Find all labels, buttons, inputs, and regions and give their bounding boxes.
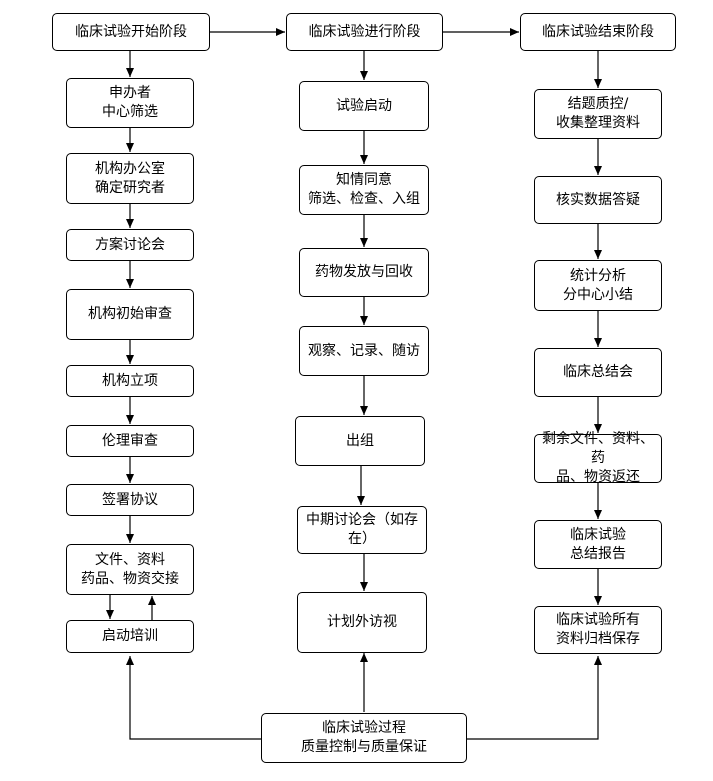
consent-line1: 知情同意	[336, 172, 392, 188]
stage-start-label: 临床试验开始阶段	[75, 23, 187, 40]
return-line2: 品、物资返还	[556, 469, 640, 485]
arrow-qa-to-archive	[467, 656, 602, 740]
stage-start-box: 临床试验开始阶段	[52, 13, 210, 51]
archive-box: 临床试验所有 资料归档保存	[534, 606, 662, 654]
stats-box: 统计分析 分中心小结	[534, 260, 662, 311]
sponsor-screening-line2: 中心筛选	[102, 104, 158, 120]
verify-box: 核实数据答疑	[534, 176, 662, 224]
quality-assurance-box: 临床试验过程 质量控制与质量保证	[261, 713, 467, 763]
handover-line2: 药品、物资交接	[81, 570, 179, 587]
plan-discussion-box: 方案讨论会	[66, 229, 194, 261]
unplanned-visit-label: 计划外访视	[327, 614, 397, 630]
unplanned-visit-box: 计划外访视	[297, 592, 427, 653]
report-line1: 临床试验	[570, 526, 626, 543]
consent-box: 知情同意 筛选、检查、入组	[299, 165, 429, 215]
consent-line2: 筛选、检查、入组	[308, 191, 420, 207]
drug-dispense-box: 药物发放与回收	[299, 248, 429, 297]
drug-dispense-label: 药物发放与回收	[315, 264, 413, 280]
kickoff-label: 试验启动	[336, 97, 392, 114]
midterm-label: 中期讨论会（如存在）	[306, 512, 418, 547]
stage-end-box: 临床试验结束阶段	[520, 13, 676, 51]
approval-label: 机构立项	[102, 372, 158, 389]
qc-line1: 结题质控/	[567, 96, 629, 112]
agreement-box: 签署协议	[66, 484, 194, 516]
training-label: 启动培训	[102, 628, 158, 644]
office-box: 机构办公室 确定研究者	[66, 153, 194, 204]
plan-discussion-label: 方案讨论会	[95, 236, 165, 253]
stats-line1: 统计分析	[570, 267, 626, 284]
qc-line2: 收集整理资料	[556, 115, 640, 131]
report-line2: 总结报告	[570, 545, 626, 562]
ethics-review-label: 伦理审查	[102, 432, 158, 449]
arrow-qa-to-training	[126, 656, 261, 740]
report-box: 临床试验 总结报告	[534, 520, 662, 569]
kickoff-box: 试验启动	[299, 81, 429, 131]
sponsor-screening-box: 申办者 中心筛选	[66, 78, 194, 128]
initial-review-label: 机构初始审查	[88, 306, 172, 322]
approval-box: 机构立项	[66, 365, 194, 397]
ethics-review-box: 伦理审查	[66, 425, 194, 457]
observe-label: 观察、记录、随访	[308, 342, 420, 359]
stage-running-label: 临床试验进行阶段	[308, 23, 421, 40]
stage-running-box: 临床试验进行阶段	[286, 13, 443, 51]
exit-box: 出组	[295, 416, 425, 466]
observe-box: 观察、记录、随访	[299, 326, 429, 376]
archive-line1: 临床试验所有	[556, 612, 640, 628]
quality-assurance-line2: 质量控制与质量保证	[301, 739, 427, 755]
verify-label: 核实数据答疑	[556, 191, 640, 208]
handover-box: 文件、资料 药品、物资交接	[66, 544, 194, 595]
midterm-box: 中期讨论会（如存在）	[297, 506, 427, 554]
return-line1: 剩余文件、资料、药	[542, 431, 654, 466]
exit-label: 出组	[346, 432, 374, 449]
initial-review-box: 机构初始审查	[66, 289, 194, 340]
summary-meeting-label: 临床总结会	[563, 364, 633, 380]
sponsor-screening-line1: 申办者	[109, 85, 151, 101]
office-line1: 机构办公室	[95, 160, 165, 177]
stage-end-label: 临床试验结束阶段	[542, 23, 654, 40]
return-box: 剩余文件、资料、药 品、物资返还	[534, 431, 662, 485]
summary-meeting-box: 临床总结会	[534, 348, 662, 397]
handover-line1: 文件、资料	[95, 551, 165, 568]
stats-line2: 分中心小结	[563, 286, 633, 303]
archive-line2: 资料归档保存	[556, 631, 640, 647]
agreement-label: 签署协议	[102, 491, 158, 508]
office-line2: 确定研究者	[95, 179, 165, 196]
quality-assurance-line1: 临床试验过程	[322, 720, 406, 736]
training-box: 启动培训	[66, 620, 194, 653]
qc-box: 结题质控/ 收集整理资料	[534, 89, 662, 139]
